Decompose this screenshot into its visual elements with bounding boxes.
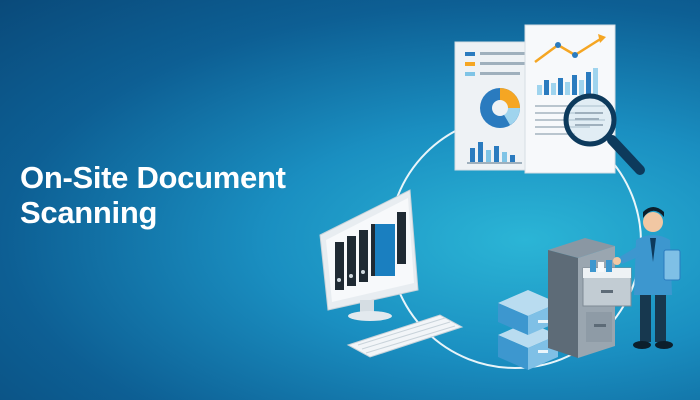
keyboard-icon (346, 314, 464, 358)
title-line-2: Scanning (20, 195, 158, 230)
magnifier-icon (563, 93, 645, 175)
filing-cabinet-icon (548, 238, 632, 358)
monitor-binders-icon (319, 189, 419, 321)
page-title: On-Site Document Scanning (20, 160, 286, 230)
title-line-1: On-Site Document (20, 160, 286, 195)
businessman-icon (613, 207, 681, 349)
